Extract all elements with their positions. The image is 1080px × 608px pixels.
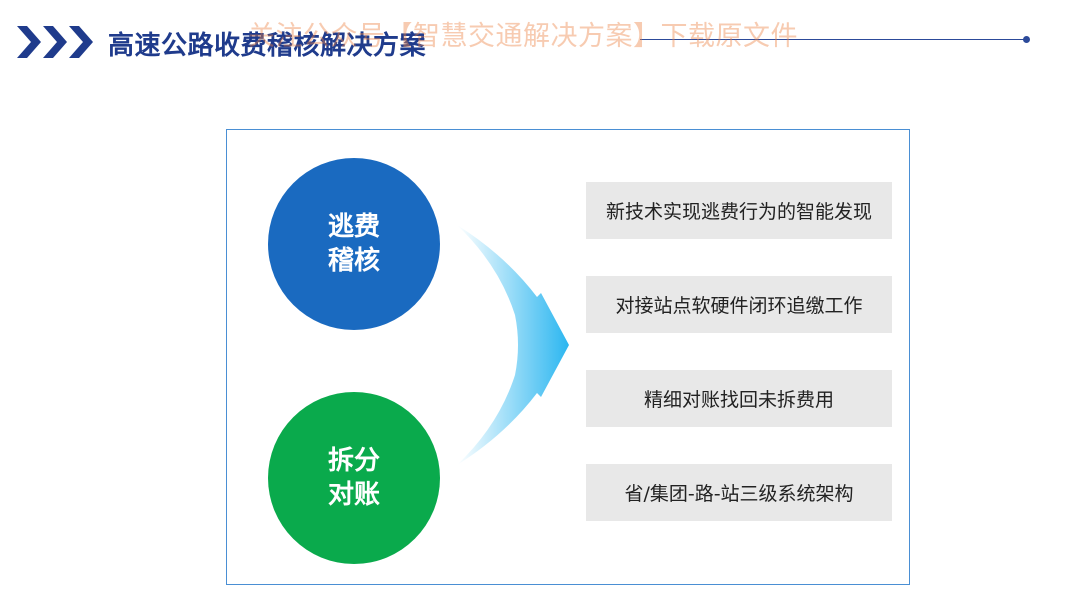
feature-item: 精细对账找回未拆费用 — [586, 370, 892, 427]
page-title: 高速公路收费稽核解决方案 — [108, 31, 427, 61]
triple-chevron-right-icon — [17, 26, 93, 58]
curved-arrow-right-icon — [457, 225, 569, 465]
header-divider — [640, 39, 1024, 40]
feature-item: 省/集团-路-站三级系统架构 — [586, 464, 892, 521]
circle-label-line2: 稽核 — [327, 246, 380, 276]
feature-item: 对接站点软硬件闭环追缴工作 — [586, 276, 892, 333]
circle-fare-evasion-audit: 逃费 稽核 — [268, 158, 440, 330]
circle-label-line2: 对账 — [327, 480, 380, 510]
circle-label-line1: 拆分 — [327, 446, 380, 476]
circle-split-reconciliation: 拆分 对账 — [268, 392, 440, 564]
circle-label-line1: 逃费 — [327, 212, 380, 242]
watermark-text: 关注公众号【智慧交通解决方案】下载原文件 — [248, 21, 798, 52]
header-divider-dot — [1023, 36, 1030, 43]
feature-item: 新技术实现逃费行为的智能发现 — [586, 182, 892, 239]
